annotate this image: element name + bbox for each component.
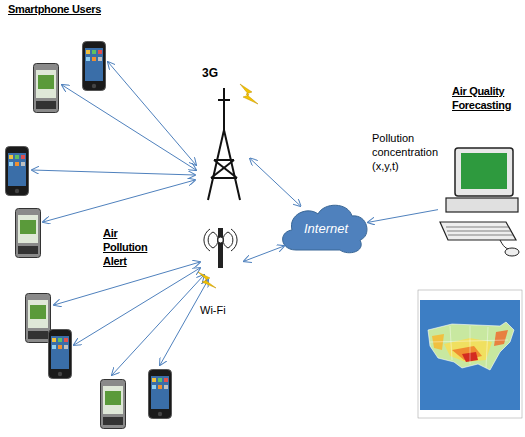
connector [368,210,438,223]
connector [250,159,300,206]
pollution-map [418,290,522,418]
tower-label: 3G [202,66,218,80]
android-phone [34,64,59,113]
android-phone [101,380,126,429]
connector [244,246,284,261]
cell-tower-node: 3G [200,66,250,204]
computer-heading: Air Quality Forecasting [452,84,524,112]
data-label: Pollution concentration (x,y,t) [372,131,452,173]
iphone [49,330,72,379]
lightning-bolt [198,272,216,288]
group-heading: Smartphone Users [8,3,101,16]
computer [440,148,519,256]
android-phone [26,294,51,343]
wireless-links [32,62,208,375]
alert-label: Air Pollution Alert [103,226,163,268]
wifi-router [204,228,237,268]
computer-node: Air Quality Forecasting [438,146,522,258]
iphone [149,370,172,419]
iphone [83,42,106,91]
cloud-label: Internet [284,221,368,236]
lightning-bolt [240,84,258,104]
iphone [6,147,29,196]
internet-node: Internet [284,206,368,254]
android-phone [16,209,41,258]
cell-tower [208,88,240,200]
wifi-label: Wi-Fi [200,304,226,316]
wifi-router-node: Wi-Fi [198,224,244,316]
